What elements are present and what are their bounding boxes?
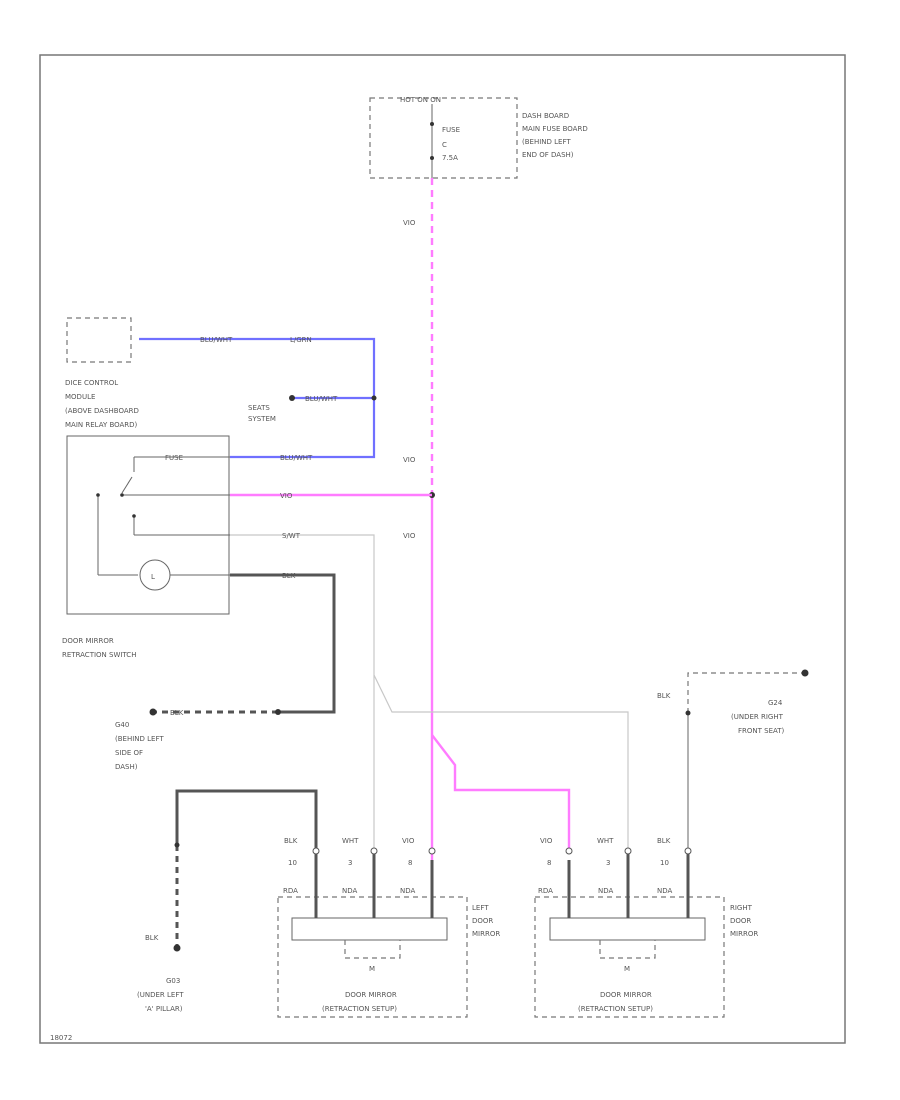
wire-label-vio-lower: VIO — [403, 532, 416, 540]
fuse-box: HOT ON ON FUSE C 7.5A DASH BOARD MAIN FU… — [369, 96, 588, 179]
fuse-letter: C — [442, 141, 447, 149]
diagram-frame — [39, 54, 846, 1044]
wire-label-blk-left: BLK — [145, 934, 159, 942]
right-pin-1: 8 — [547, 859, 551, 867]
motor-symbol: L — [151, 573, 155, 581]
g24-line-2: FRONT SEAT) — [738, 727, 785, 735]
fuse-location-3: (BEHIND LEFT — [522, 138, 571, 146]
wire-label-vio-top: VIO — [403, 219, 416, 227]
fuse-label: FUSE — [442, 126, 460, 134]
dice-label-4: MAIN RELAY BOARD) — [65, 421, 138, 429]
left-pin-3: 8 — [408, 859, 412, 867]
g40-line-1: (BEHIND LEFT — [115, 735, 164, 743]
fuse-location-4: END OF DASH) — [522, 151, 574, 159]
wire-label-blu-wht-mid: BLU/WHT — [305, 395, 338, 403]
right-caption-1: DOOR MIRROR — [600, 991, 652, 999]
wire-label-blu-wht-top: BLU/WHT — [200, 336, 233, 344]
right-conn-2: NDA — [598, 887, 614, 895]
right-mirror-m: M — [624, 965, 630, 973]
wire-label-blk-g: BLK — [170, 709, 184, 717]
right-side-label-2: DOOR — [730, 917, 751, 925]
blk-wire-g24: BLK G24 (UNDER RIGHT FRONT SEAT) — [657, 669, 809, 850]
right-conn-1: RDA — [538, 887, 553, 895]
left-mirror-m: M — [369, 965, 375, 973]
right-door-mirror: M VIO WHT BLK 8 3 10 RDA NDA NDA RIGHT D… — [534, 837, 758, 1018]
left-conn-2: NDA — [342, 887, 358, 895]
left-wire-color-2: WHT — [342, 837, 359, 845]
right-wire-color-1: VIO — [540, 837, 553, 845]
g40-id: G40 — [115, 721, 129, 729]
fuse-title: HOT ON ON — [400, 96, 441, 104]
switch-pin-fuse: FUSE — [165, 454, 183, 462]
right-side-label-1: RIGHT — [730, 904, 753, 912]
g40-line-2: SIDE OF — [115, 749, 143, 757]
switch-label-1: DOOR MIRROR — [62, 637, 114, 645]
left-side-label-2: DOOR — [472, 917, 493, 925]
vio-right-mirror-wire — [431, 734, 571, 850]
left-wire-color-1: BLK — [284, 837, 298, 845]
fuse-rating: 7.5A — [442, 154, 458, 162]
blu-wht-wires: BLU/WHT L/GRN BLU/WHT BLU/WHT SEATS SYST… — [139, 336, 377, 462]
g24-line-1: (UNDER RIGHT — [731, 713, 784, 721]
left-side-label-3: MIRROR — [472, 930, 500, 938]
fuse-location-1: DASH BOARD — [522, 112, 569, 120]
retraction-switch: L FUSE DOOR MIRROR RETRACTION SWITCH — [62, 435, 230, 659]
left-conn-1: RDA — [283, 887, 298, 895]
blk-wire-g03: BLK G03 (UNDER LEFT 'A' PILLAR) — [137, 789, 318, 1013]
wire-label-blk-s: BLK — [282, 572, 296, 580]
dice-control-module: DICE CONTROL MODULE (ABOVE DASHBOARD MAI… — [65, 317, 139, 429]
wire-label-wht-s: S/WT — [282, 532, 301, 540]
g03-id: G03 — [166, 977, 180, 985]
left-caption-1: DOOR MIRROR — [345, 991, 397, 999]
right-side-label-3: MIRROR — [730, 930, 758, 938]
switch-label-2: RETRACTION SWITCH — [62, 651, 136, 659]
blk-wire-g40: BLK BLK G40 (BEHIND LEFT SIDE OF DASH) — [115, 572, 336, 771]
dice-label-3: (ABOVE DASHBOARD — [65, 407, 139, 415]
seats-system-label-2: SYSTEM — [248, 415, 276, 423]
wht-wire: S/WT — [230, 532, 629, 850]
right-wire-color-3: BLK — [657, 837, 671, 845]
dice-label-1: DICE CONTROL — [65, 379, 118, 387]
wire-label-blk-right: BLK — [657, 692, 671, 700]
right-wire-color-2: WHT — [597, 837, 614, 845]
fuse-location-2: MAIN FUSE BOARD — [522, 125, 588, 133]
wire-label-vio-branch: VIO — [280, 492, 293, 500]
footer-code: 18072 — [50, 1034, 72, 1042]
left-caption-2: (RETRACTION SETUP) — [322, 1005, 397, 1013]
right-pin-3: 10 — [660, 859, 669, 867]
wire-label-vio-mid: VIO — [403, 456, 416, 464]
left-side-label-1: LEFT — [472, 904, 489, 912]
left-door-mirror: M BLK WHT VIO 10 3 8 RDA NDA NDA LEFT DO… — [277, 735, 500, 1018]
left-wire-color-3: VIO — [402, 837, 415, 845]
g03-line-2: 'A' PILLAR) — [145, 1005, 183, 1013]
seats-system-label-1: SEATS — [248, 404, 270, 412]
left-pin-1: 10 — [288, 859, 297, 867]
g03-line-1: (UNDER LEFT — [137, 991, 184, 999]
right-conn-3: NDA — [657, 887, 673, 895]
g40-line-3: DASH) — [115, 763, 138, 771]
left-pin-2: 3 — [348, 859, 352, 867]
wire-label-lgrn-top: L/GRN — [290, 336, 312, 344]
g24-id: G24 — [768, 699, 783, 707]
vio-feed-wire: VIO VIO VIO — [403, 178, 435, 735]
left-conn-3: NDA — [400, 887, 416, 895]
right-caption-2: (RETRACTION SETUP) — [578, 1005, 653, 1013]
wire-label-blu-wht-low: BLU/WHT — [280, 454, 313, 462]
right-pin-2: 3 — [606, 859, 610, 867]
dice-label-2: MODULE — [65, 393, 95, 401]
